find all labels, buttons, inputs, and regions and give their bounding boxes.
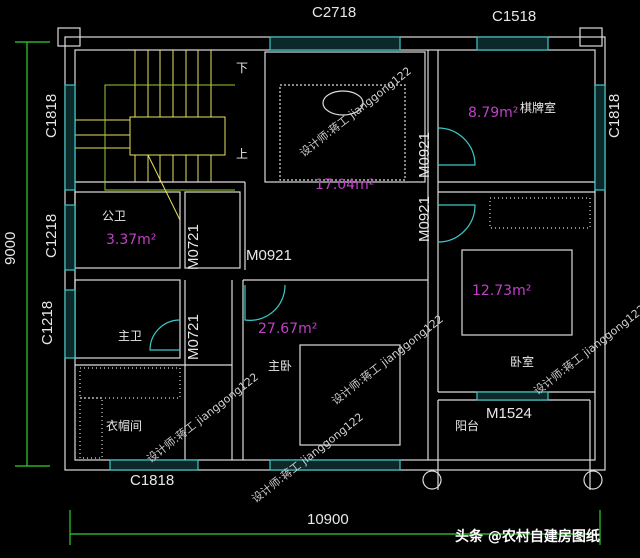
window-label-c2718: C2718: [312, 4, 357, 21]
door-label-m0921-upper: M0921: [416, 132, 433, 178]
public-bath-area: 3.37m²: [106, 232, 157, 248]
master-bath-name: 主卫: [118, 329, 143, 343]
door-label-m0721-public: M0721: [185, 224, 202, 270]
stair-up-label: 上: [236, 147, 249, 161]
dimension-height: 9000: [2, 231, 19, 265]
master-bedroom-area: 27.67m²: [258, 321, 318, 337]
stair-down-label: 下: [236, 61, 249, 75]
door-label-m0921-master: M0921: [246, 247, 292, 264]
window-label-c1518: C1518: [492, 8, 537, 25]
window-label-right-c1818: C1818: [606, 93, 623, 138]
public-bath-name: 公卫: [102, 209, 127, 223]
chess-room-area: 8.79m²: [468, 105, 519, 121]
stairs: [75, 50, 226, 221]
door-label-m0721-master-bath: M0721: [185, 314, 202, 360]
cloakroom-name: 衣帽间: [106, 419, 143, 433]
window-label-c1218-lower: C1218: [39, 300, 56, 345]
bedroom-name: 卧室: [510, 355, 535, 369]
stair-arrows: [104, 84, 235, 191]
windows: [64, 36, 606, 471]
door-label-m0921-lower: M0921: [416, 196, 433, 242]
source-watermark: 头条 @农村自建房图纸: [455, 529, 600, 545]
window-label-bottom-c1818: C1818: [130, 472, 175, 489]
balcony-name: 阳台: [455, 419, 480, 433]
window-label-c1218-upper: C1218: [43, 213, 60, 258]
chess-room-name: 棋牌室: [520, 101, 557, 115]
dimension-width: 10900: [307, 511, 349, 528]
bedroom-area: 12.73m²: [472, 283, 532, 299]
window-label-left-c1818: C1818: [43, 93, 60, 138]
door-swings: [149, 127, 476, 351]
master-bedroom-name: 主卧: [268, 359, 293, 373]
living-area: 17.04m²: [315, 177, 375, 193]
dimension-lines: [15, 41, 601, 545]
door-label-m1524: M1524: [486, 405, 532, 422]
